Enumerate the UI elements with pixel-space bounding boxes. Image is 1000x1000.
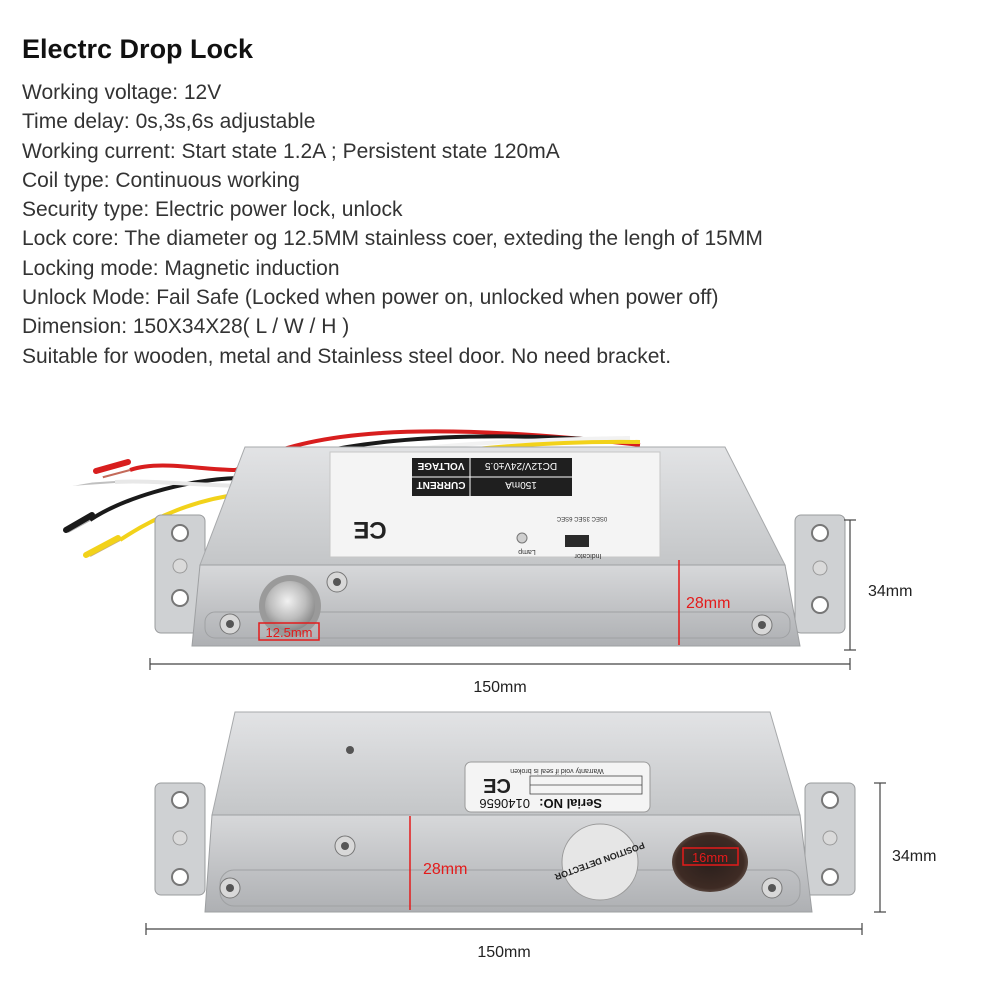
spec-item: Unlock Mode: Fail Safe (Locked when powe… — [22, 286, 719, 310]
spec-list: Working voltage: 12V Time delay: 0s,3s,6… — [22, 78, 763, 371]
warranty-text: Warranty void if seal is broken — [510, 767, 604, 774]
screw — [326, 571, 348, 593]
spec-item: Lock core: The diameter og 12.5MM stainl… — [22, 227, 763, 251]
spec-item: Coil type: Continuous working — [22, 168, 300, 192]
spec-item: Time delay: 0s,3s,6s adjustable — [22, 110, 316, 134]
screw — [219, 613, 241, 635]
length-dim: 150mm — [477, 944, 530, 961]
ce-mark: CE — [353, 516, 386, 543]
height-dim: 28mm — [686, 595, 730, 612]
screw — [761, 877, 783, 899]
magnet-hole — [672, 832, 748, 892]
delay-options: 0SEC 3SEC 6SEC — [556, 515, 607, 521]
screw — [334, 835, 356, 857]
voltage-value: DC12V/24V±0.5 — [484, 460, 557, 471]
current-value: 150mA — [505, 479, 537, 490]
lamp-label: Lamp — [518, 548, 536, 555]
spec-item: Working voltage: 12V — [22, 81, 222, 104]
serial-label — [464, 761, 651, 813]
length-dim: 150mm — [473, 679, 526, 696]
spec-item: Suitable for wooden, metal and Stainless… — [22, 344, 672, 368]
ce-mark: CE — [483, 774, 511, 796]
indicator-label: Indicator — [574, 552, 602, 559]
width-dim: 34mm — [868, 583, 912, 600]
position-detector — [561, 823, 639, 901]
spec-item: Locking mode: Magnetic induction — [22, 256, 340, 280]
lamp-indicator — [516, 532, 528, 544]
lock-core — [265, 581, 315, 631]
product-title: Electrc Drop Lock — [22, 34, 254, 64]
spec-item: Security type: Electric power lock, unlo… — [22, 198, 403, 222]
spec-item: Dimension: 150X34X28( L / W / H ) — [22, 315, 350, 339]
screw — [751, 614, 773, 636]
hole-diameter-dim: 16mm — [692, 850, 728, 865]
current-key: CURRENT — [417, 479, 466, 490]
core-diameter-dim: 12.5mm — [266, 625, 313, 640]
width-dim: 34mm — [892, 848, 936, 865]
serial-number: 0140656 — [479, 796, 530, 811]
lock-body-front — [204, 814, 813, 913]
serial-label-text: Serial NO: — [539, 796, 602, 811]
pin-hole — [346, 746, 354, 754]
spec-item: Working current: Start state 1.2A ; Pers… — [22, 139, 560, 163]
lock-bottom-view: Warranty void if seal is broken CE Seria… — [145, 711, 936, 961]
voltage-key: VOLTAGE — [417, 460, 464, 471]
delay-switch — [565, 535, 589, 547]
lock-top-view: CURRENT 150mA VOLTAGE DC12V/24V±0.5 CE L… — [52, 429, 912, 696]
screw — [219, 877, 241, 899]
height-dim: 28mm — [423, 861, 467, 878]
